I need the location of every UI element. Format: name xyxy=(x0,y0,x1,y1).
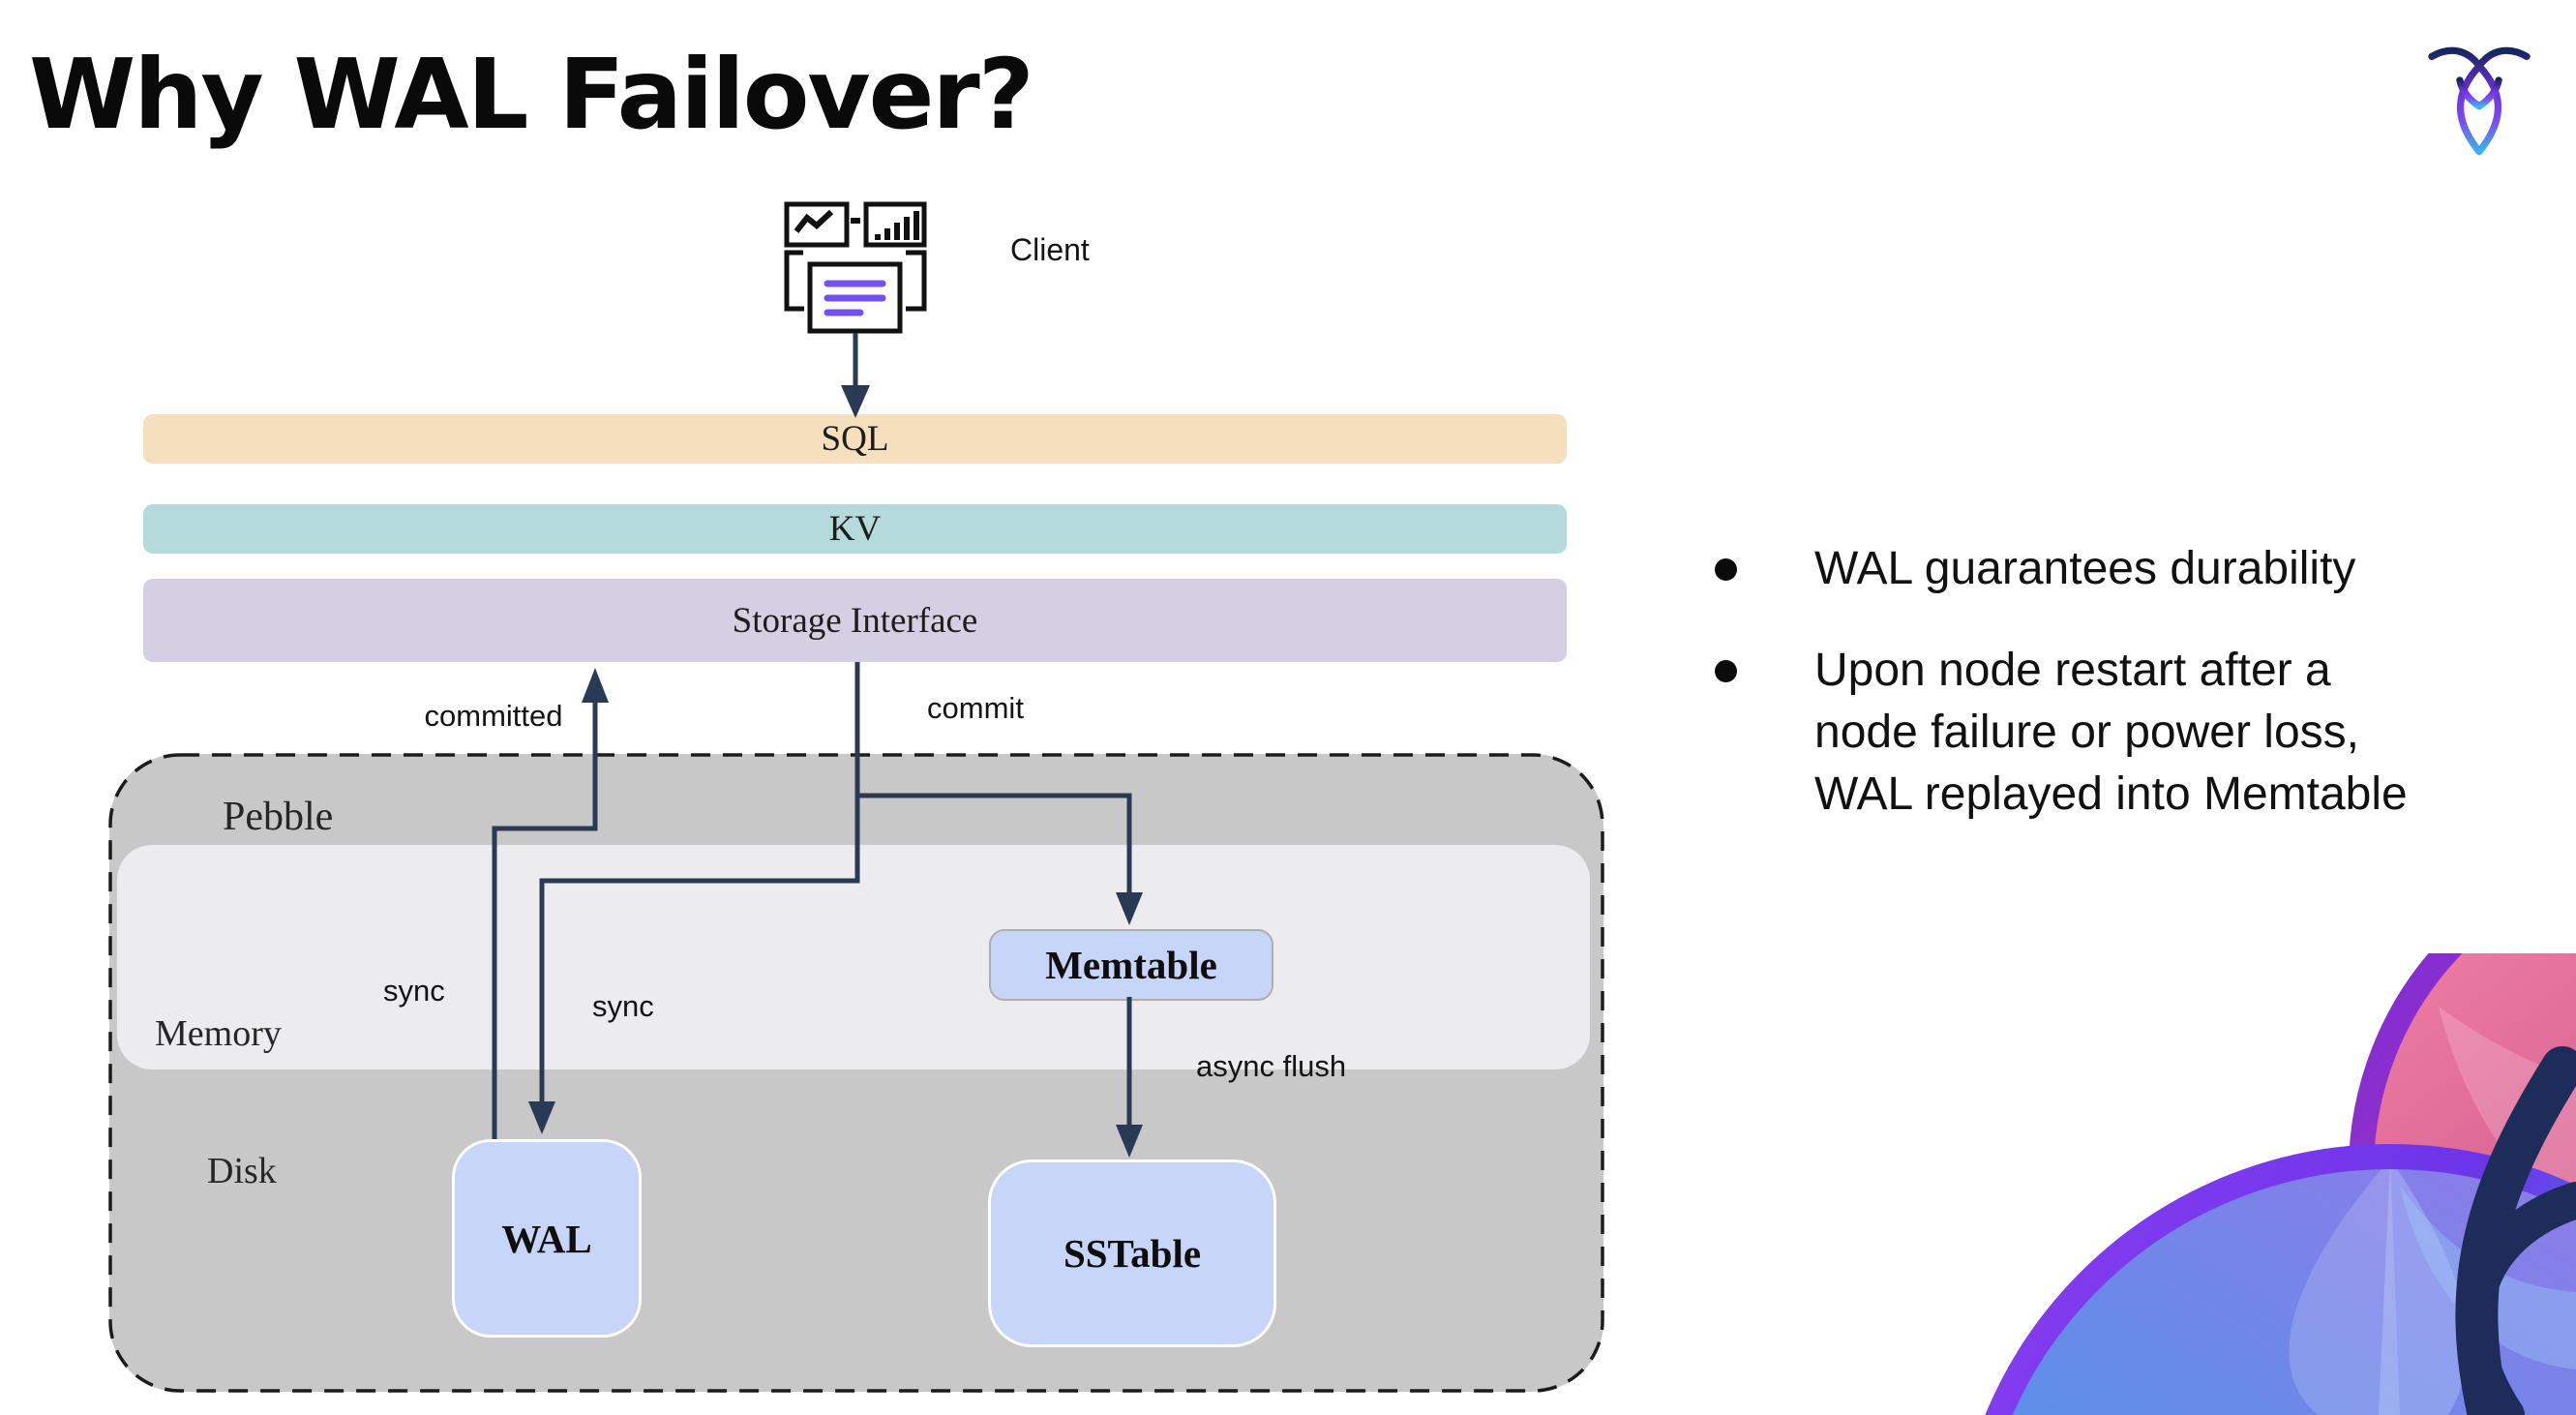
layer-bar-kv: KV xyxy=(143,504,1567,554)
pebble-label: Pebble xyxy=(223,795,334,839)
layer-bar-sql: SQL xyxy=(143,414,1567,464)
cockroachdb-sphere-art xyxy=(1985,953,2576,1415)
cockroachdb-logo-icon xyxy=(2428,46,2531,156)
layer-label-kv: KV xyxy=(828,509,882,549)
bullet-dot-icon xyxy=(1715,660,1737,682)
arrowhead-committed-up xyxy=(582,668,609,703)
layer-label-storage-interface: Storage Interface xyxy=(732,600,978,641)
edge-label-sync-committed-path: sync xyxy=(383,974,445,1008)
bullet-text: WAL guarantees durability xyxy=(1814,543,2356,594)
memtable-label: Memtable xyxy=(1045,943,1217,987)
bullet-dot-icon xyxy=(1715,558,1737,581)
edge-label-committed: committed xyxy=(424,699,563,733)
sstable-label: SSTable xyxy=(1063,1231,1202,1276)
list-item: WAL guarantees durability xyxy=(1705,538,2537,600)
wal-label: WAL xyxy=(501,1216,592,1261)
client-label: Client xyxy=(1010,232,1090,267)
sstable-node: SSTable xyxy=(988,1159,1276,1347)
disk-label: Disk xyxy=(207,1151,277,1191)
memory-label: Memory xyxy=(155,1013,282,1054)
page-title: Why WAL Failover? xyxy=(29,38,1034,151)
arrowhead-client-sql xyxy=(841,385,870,418)
memory-region xyxy=(117,845,1590,1069)
layer-bar-storage-interface: Storage Interface xyxy=(143,579,1567,662)
memtable-node: Memtable xyxy=(989,929,1273,1001)
wal-node: WAL xyxy=(452,1139,642,1338)
edge-label-commit: commit xyxy=(927,691,1024,725)
layer-label-sql: SQL xyxy=(821,419,889,459)
edge-label-sync-commit-path: sync xyxy=(592,989,654,1023)
client-terminal-icon xyxy=(784,201,927,334)
edge-label-async-flush: async flush xyxy=(1196,1049,1347,1083)
